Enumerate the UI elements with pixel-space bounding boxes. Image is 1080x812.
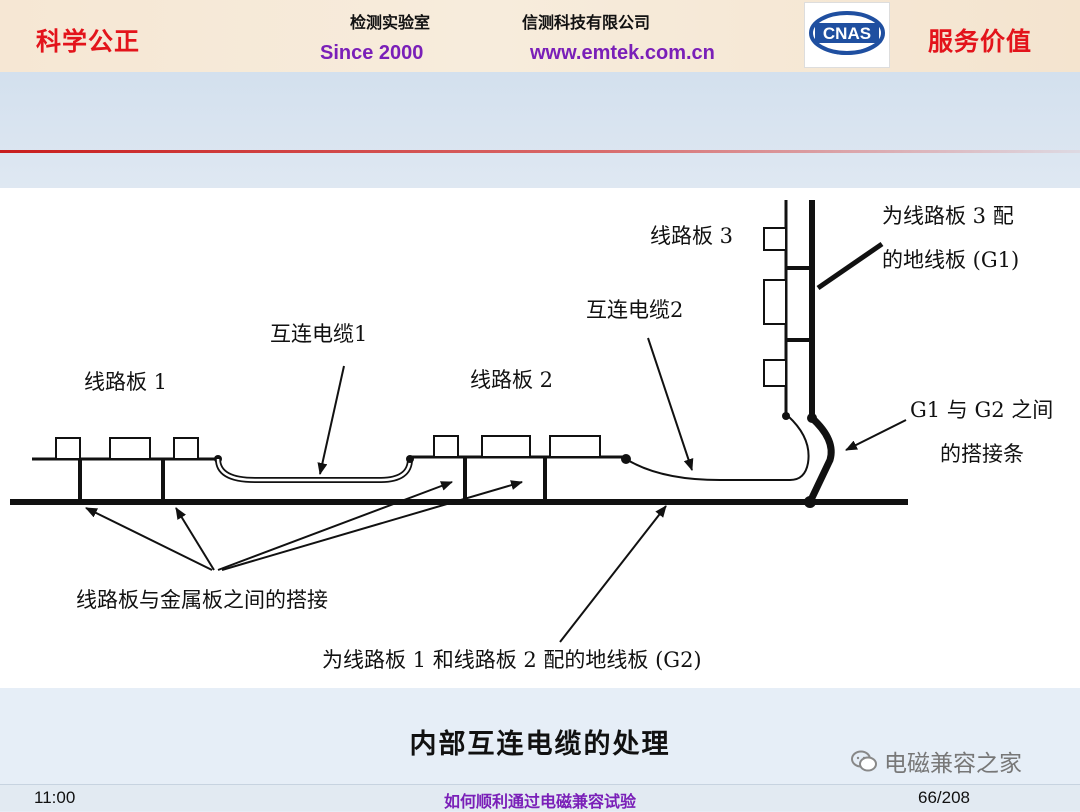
component <box>763 279 787 325</box>
slide-caption: 内部互连电缆的处理 <box>409 729 671 760</box>
motto-right: 服务价值 <box>927 27 1032 56</box>
arrow-g1 <box>816 241 884 291</box>
interconnect-cable-2 <box>625 415 810 481</box>
label-strap-line1: G1 与 G2 之间 <box>910 398 1054 422</box>
company-name: 信测科技有限公司 <box>522 13 651 32</box>
label-cable-1: 互连电缆1 <box>270 322 368 346</box>
watermark-text: 电磁兼容之家 <box>884 751 1022 777</box>
label-board-2: 线路板 2 <box>470 368 554 392</box>
watermark: 电磁兼容之家 <box>850 744 1022 778</box>
arrow-g2 <box>559 505 667 643</box>
chat-bubble-icon <box>850 749 878 773</box>
component <box>109 437 151 460</box>
motto-left: 科学公正 <box>36 27 141 56</box>
label-cable-2: 互连电缆2 <box>586 298 684 322</box>
label-g1-line1: 为线路板 3 配 <box>882 204 1014 228</box>
component <box>549 435 601 458</box>
footer-title: 如何顺利通过电磁兼容试验 <box>443 792 636 811</box>
lab-name: 检测实验室 <box>350 13 431 32</box>
label-bonding: 线路板与金属板之间的搭接 <box>76 588 328 612</box>
g1-g2-bond-strap <box>806 415 835 504</box>
diagram-panel: 线路板 1 线路板 2 线路板 3 互连电缆1 互连电缆2 为线路板 3 配 的… <box>0 188 1080 688</box>
component <box>763 227 787 251</box>
website-link[interactable]: www.emtek.com.cn <box>530 42 715 64</box>
label-board-3: 线路板 3 <box>650 224 734 248</box>
arrow-cable-1 <box>317 365 345 475</box>
label-g1-line2: 的地线板 (G1) <box>882 248 1020 272</box>
cnas-logo: CNAS <box>804 2 890 68</box>
slide-footer: 11:00 如何顺利通过电磁兼容试验 66/208 <box>0 784 1080 811</box>
cable-inner <box>216 458 412 482</box>
since-text: Since 2000 <box>320 42 424 64</box>
footer-time: 11:00 <box>34 788 76 807</box>
cnas-logo-text: CNAS <box>823 24 871 43</box>
component <box>173 437 199 460</box>
label-board-1: 线路板 1 <box>84 370 168 394</box>
bond-joint <box>804 496 816 508</box>
label-strap-line2: 的搭接条 <box>940 442 1024 466</box>
arrow-bond-3 <box>217 481 453 571</box>
component <box>433 435 459 458</box>
component <box>763 359 787 387</box>
arrow-bond-2 <box>175 507 215 571</box>
grounding-diagram <box>10 200 908 643</box>
footer-page-number: 66/208 <box>918 788 970 807</box>
slide-header: 科学公正 检测实验室 信测科技有限公司 Since 2000 www.emtek… <box>0 0 1080 72</box>
board-3-end <box>782 412 790 420</box>
arrow-bond-4 <box>221 480 523 571</box>
label-ground-plate-g2: 为线路板 1 和线路板 2 配的地线板 (G2) <box>322 648 702 672</box>
divider-line <box>0 150 1080 153</box>
arrow-bond-strap <box>845 419 907 451</box>
title-band <box>0 72 1080 188</box>
arrow-bond-1 <box>85 507 213 571</box>
arrow-cable-2 <box>647 337 694 471</box>
component <box>55 437 81 460</box>
component <box>481 435 531 458</box>
interconnect-cable-1 <box>215 458 413 483</box>
